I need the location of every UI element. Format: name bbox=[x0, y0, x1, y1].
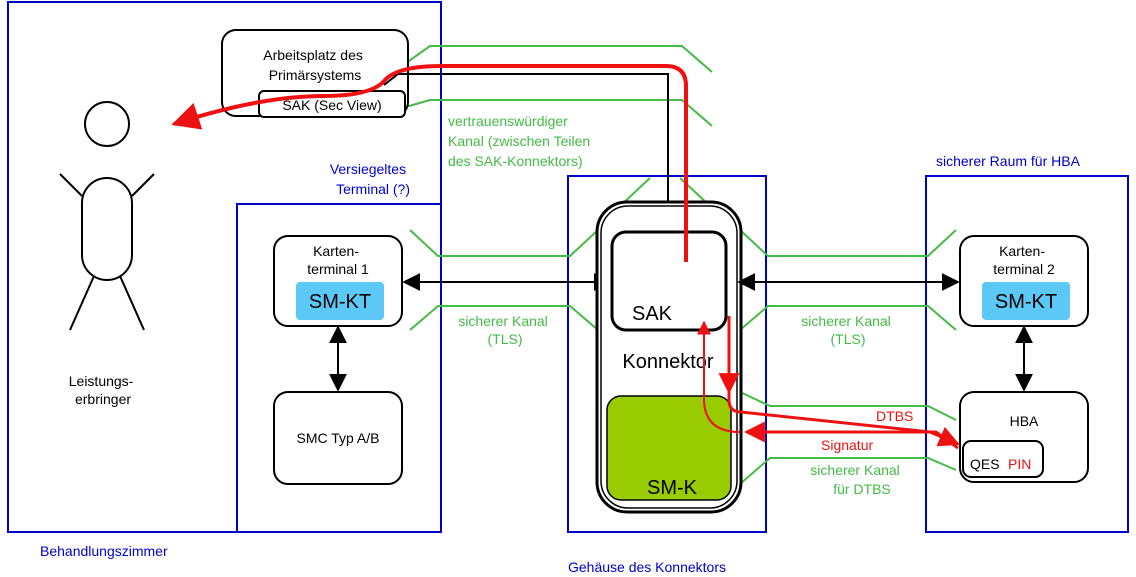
sm-kt-2-chip bbox=[982, 282, 1070, 320]
sak-view-label: SAK (Sec View) bbox=[282, 97, 381, 113]
sm-kt-1-chip bbox=[296, 282, 384, 320]
display-flow-path bbox=[171, 64, 688, 262]
smc-label: SMC Typ A/B bbox=[297, 430, 380, 446]
secure-channel-right-line1: sicherer Kanal bbox=[801, 313, 891, 329]
dtbs-channel-lines bbox=[739, 391, 957, 485]
secure-channel-right-line2: (TLS) bbox=[831, 331, 866, 347]
workstation-to-sak-arrow bbox=[383, 73, 677, 230]
secure-channel-left-line2: (TLS) bbox=[488, 331, 523, 347]
sak-box[interactable] bbox=[610, 230, 728, 332]
sealed-terminal-label-line2: Terminal (?) bbox=[336, 181, 410, 197]
secure-room-zone bbox=[925, 175, 1129, 533]
svg-text:Arbeitsplatz des Primärsys: Arbeitsplatz des Primärsystems bbox=[263, 47, 367, 83]
trusted-channel-line2: Kanal (zwischen Teilen bbox=[448, 133, 590, 149]
sm-kt-2-label: SM-KT bbox=[995, 291, 1057, 313]
qes-label: QES bbox=[970, 456, 1000, 472]
hba-label: HBA bbox=[1010, 413, 1039, 429]
svg-text:sicherer Kanal (TLS): sicherer Kanal (TLS) bbox=[458, 313, 551, 347]
dtbs-channel-line2: für DTBS bbox=[833, 481, 891, 497]
person-label-line2: erbringer bbox=[75, 391, 131, 407]
svg-text:Karten- terminal 1: Karten- terminal 1 bbox=[307, 243, 369, 277]
sak-label: SAK bbox=[632, 303, 673, 325]
card-terminal-1-title-line1: Karten- bbox=[313, 243, 359, 259]
treatment-room-label: Behandlungszimmer bbox=[40, 543, 168, 559]
sm-k-chip[interactable] bbox=[606, 395, 732, 501]
konnektor-inner bbox=[600, 205, 738, 509]
dtbs-label: DTBS bbox=[876, 408, 913, 424]
svg-text:sicherer Kanal für DTBS: sicherer Kanal für DTBS bbox=[810, 462, 903, 497]
connector-housing-label: Gehäuse des Konnektors bbox=[568, 559, 726, 575]
trusted-channel-line1: vertrauenswürdiger bbox=[448, 113, 568, 129]
secure-channel-left-line1: sicherer Kanal bbox=[458, 313, 548, 329]
signatur-flow-path bbox=[743, 421, 959, 450]
dtbs-channel-line1: sicherer Kanal bbox=[810, 462, 900, 478]
workstation-title-line2: Primärsystems bbox=[269, 67, 362, 83]
svg-text:Versiegeltes Terminal (?): Versiegeltes Terminal (?) bbox=[330, 161, 410, 197]
sealed-terminal-label-line1: Versiegeltes bbox=[330, 161, 406, 177]
sak-signature-return-path bbox=[697, 320, 741, 433]
dtbs-flow-path bbox=[727, 316, 960, 447]
sm-kt-1-label: SM-KT bbox=[309, 291, 371, 313]
sm-k-label: SM-K bbox=[647, 477, 698, 499]
svg-text:sicherer Kanal (TLS): sicherer Kanal (TLS) bbox=[801, 313, 894, 347]
smc-box[interactable] bbox=[273, 391, 403, 485]
svg-text:Karten- terminal 2: Karten- terminal 2 bbox=[993, 243, 1055, 277]
sealed-terminal-zone bbox=[236, 203, 442, 533]
secure-channel-left-lines bbox=[409, 229, 599, 331]
signatur-label: Signatur bbox=[821, 437, 873, 453]
qes-pin-box[interactable] bbox=[962, 440, 1044, 478]
pin-label: PIN bbox=[1008, 456, 1031, 472]
workstation-title-line1: Arbeitsplatz des bbox=[263, 47, 363, 63]
svg-text:Leistungs- erbringer: Leistungs- erbringer bbox=[69, 373, 137, 407]
svg-text:vertrauenswürdiger Kanal (: vertrauenswürdiger Kanal (zwischen Teile… bbox=[448, 113, 594, 169]
secure-room-label: sicherer Raum für HBA bbox=[936, 153, 1081, 169]
card-terminal-2-title-line1: Karten- bbox=[999, 243, 1045, 259]
trusted-channel-line3: des SAK-Konnektors) bbox=[448, 153, 583, 169]
person-figure bbox=[59, 101, 155, 331]
person-label-line1: Leistungs- bbox=[69, 373, 134, 389]
konnektor-label: Konnektor bbox=[622, 351, 714, 373]
card-terminal-2-title-line2: terminal 2 bbox=[993, 261, 1055, 277]
card-terminal-1-title-line2: terminal 1 bbox=[307, 261, 369, 277]
secure-channel-right-lines bbox=[739, 229, 957, 331]
